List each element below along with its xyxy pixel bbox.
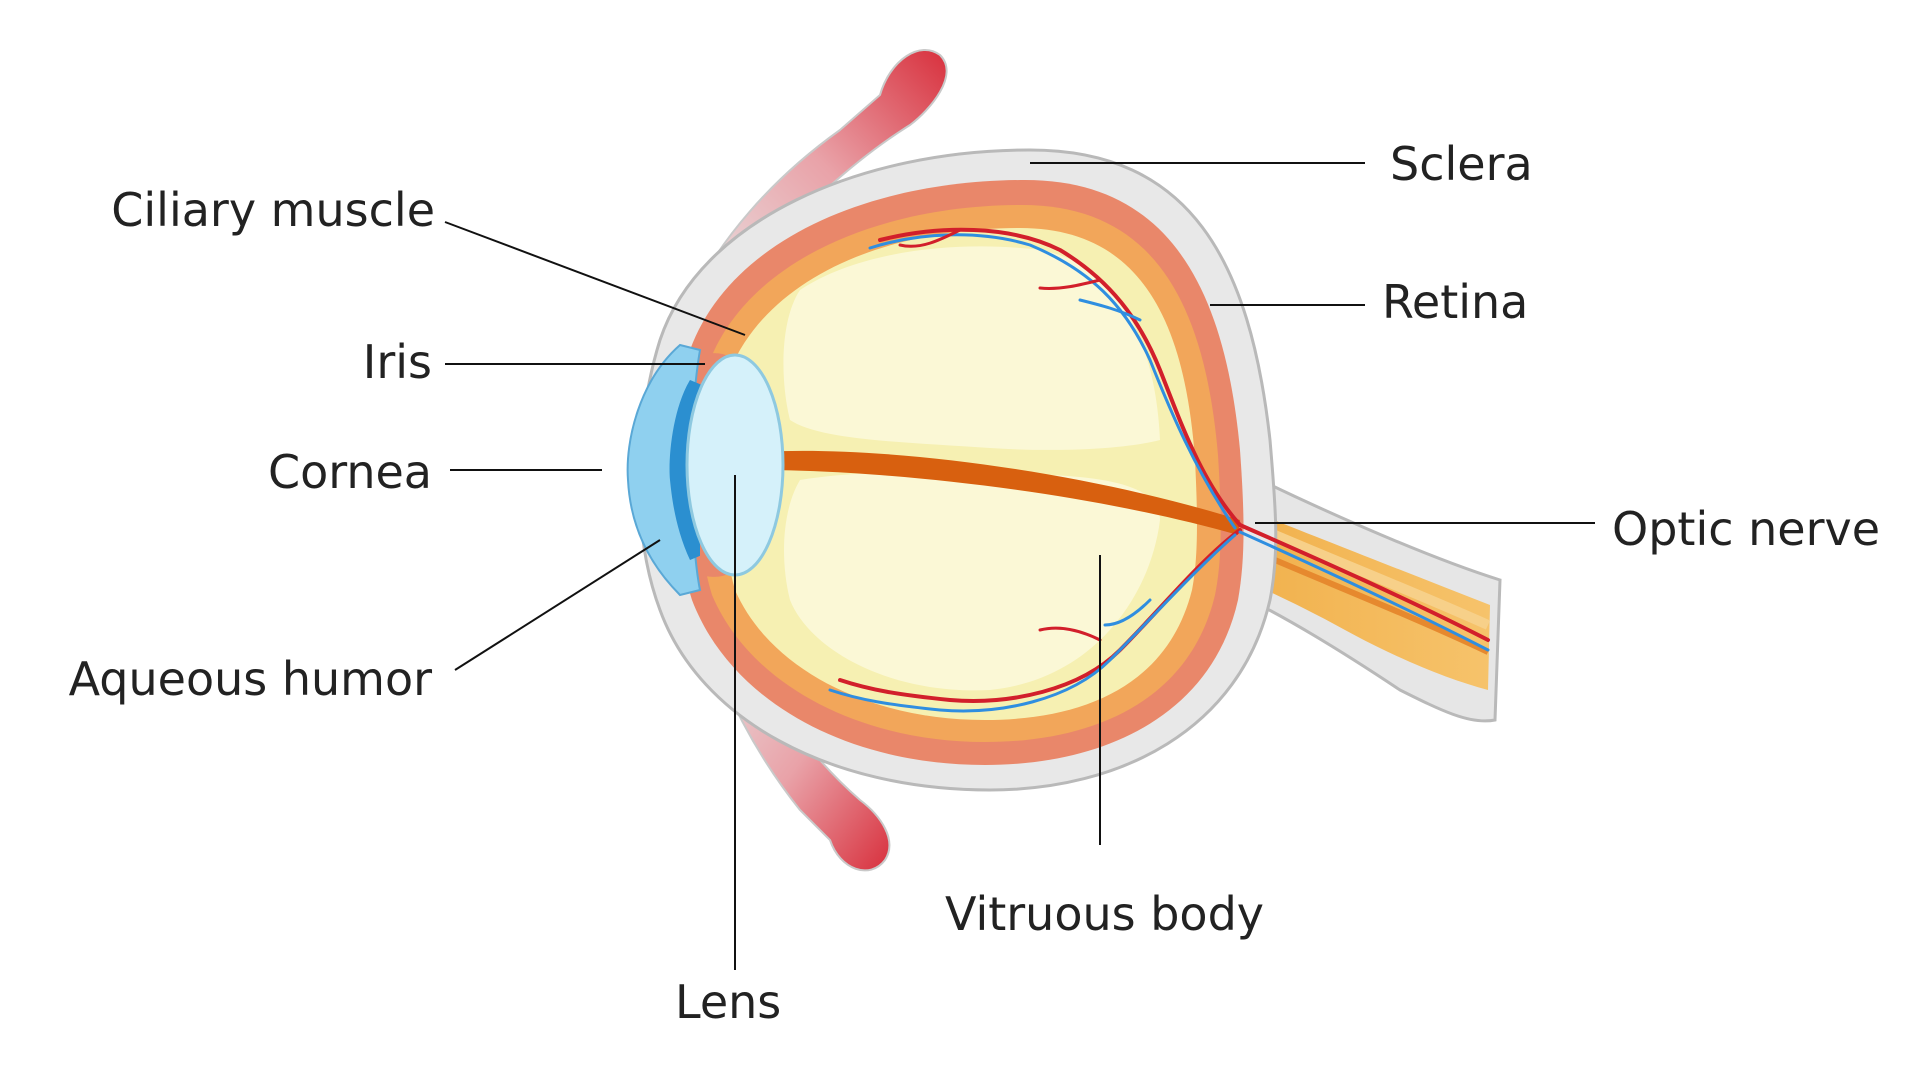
leader-lines bbox=[444, 162, 1595, 970]
labels: Sclera Retina Ciliary muscle Iris Cornea… bbox=[69, 137, 1880, 1029]
label-lens: Lens bbox=[675, 975, 781, 1029]
blood-vessels bbox=[828, 227, 1490, 713]
label-ciliary-muscle: Ciliary muscle bbox=[111, 183, 435, 237]
label-vitreous-body: Vitruous body bbox=[945, 887, 1264, 941]
leader-ciliary-muscle bbox=[444, 221, 746, 336]
eyeball-illustration bbox=[626, 49, 1502, 872]
label-optic-nerve: Optic nerve bbox=[1612, 502, 1880, 556]
leader-aqueous-humor bbox=[454, 539, 661, 671]
label-retina: Retina bbox=[1382, 275, 1528, 329]
label-aqueous-humor: Aqueous humor bbox=[69, 652, 432, 706]
hyaloid-canal bbox=[760, 450, 1240, 535]
label-cornea: Cornea bbox=[268, 445, 432, 499]
label-sclera: Sclera bbox=[1390, 137, 1533, 191]
label-iris: Iris bbox=[363, 335, 432, 389]
